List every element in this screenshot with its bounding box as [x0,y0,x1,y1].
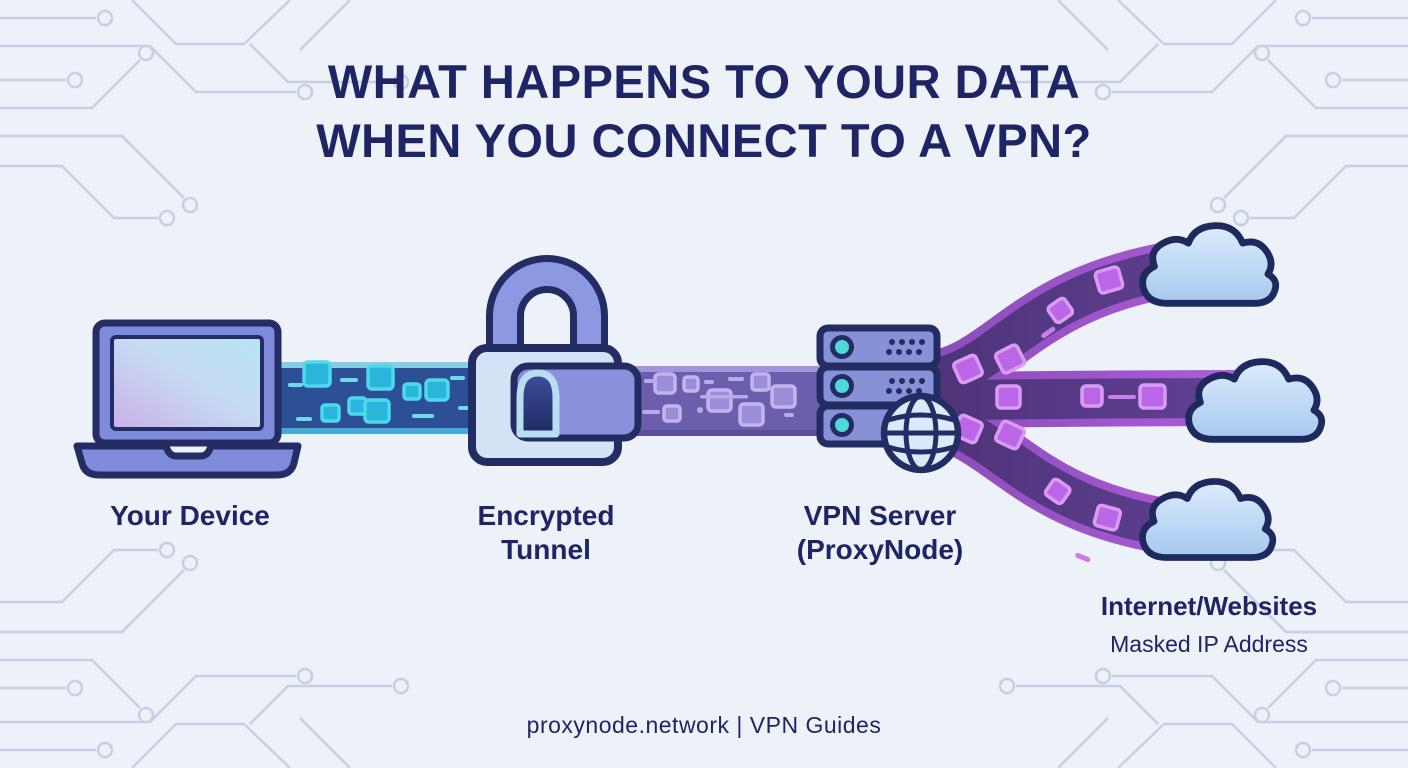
title-line-1: WHAT HAPPENS TO YOUR DATA [327,55,1081,108]
laptop-screen [110,335,264,431]
speed-dashes-magenta [1041,326,1136,563]
laptop-base [73,442,302,479]
internet-label: Internet/Websites [1100,591,1318,621]
data-packet-lavender [653,372,797,427]
padlock-icon [468,255,642,466]
masked-ip-label: Masked IP Address [1110,631,1308,657]
server-led [830,335,854,437]
speed-dashes-lavender [642,377,794,417]
laptop-icon [73,319,302,479]
title-line-2: WHEN YOU CONNECT TO A VPN? [316,114,1092,167]
label-internet-websites: Internet/Websites Masked IP Address [1034,589,1384,659]
server-icon [816,324,962,474]
label-your-device: Your Device [110,500,270,531]
cloud-icon-top [1143,226,1276,304]
data-packet-cyan [302,360,512,424]
label-vpn-server: VPN Server (ProxyNode) [796,500,964,565]
globe-icon [880,392,962,474]
label-encrypted-tunnel: Encrypted Tunnel [477,500,615,565]
speed-dashes-cyan [288,376,471,421]
page-title: WHAT HAPPENS TO YOUR DATA WHEN YOU CONNE… [0,52,1408,170]
cloud-icon-bottom [1142,481,1272,557]
footer-credit: proxynode.network | VPN Guides [526,712,882,738]
padlock-keyhole [516,369,560,438]
server-vents [886,339,925,394]
